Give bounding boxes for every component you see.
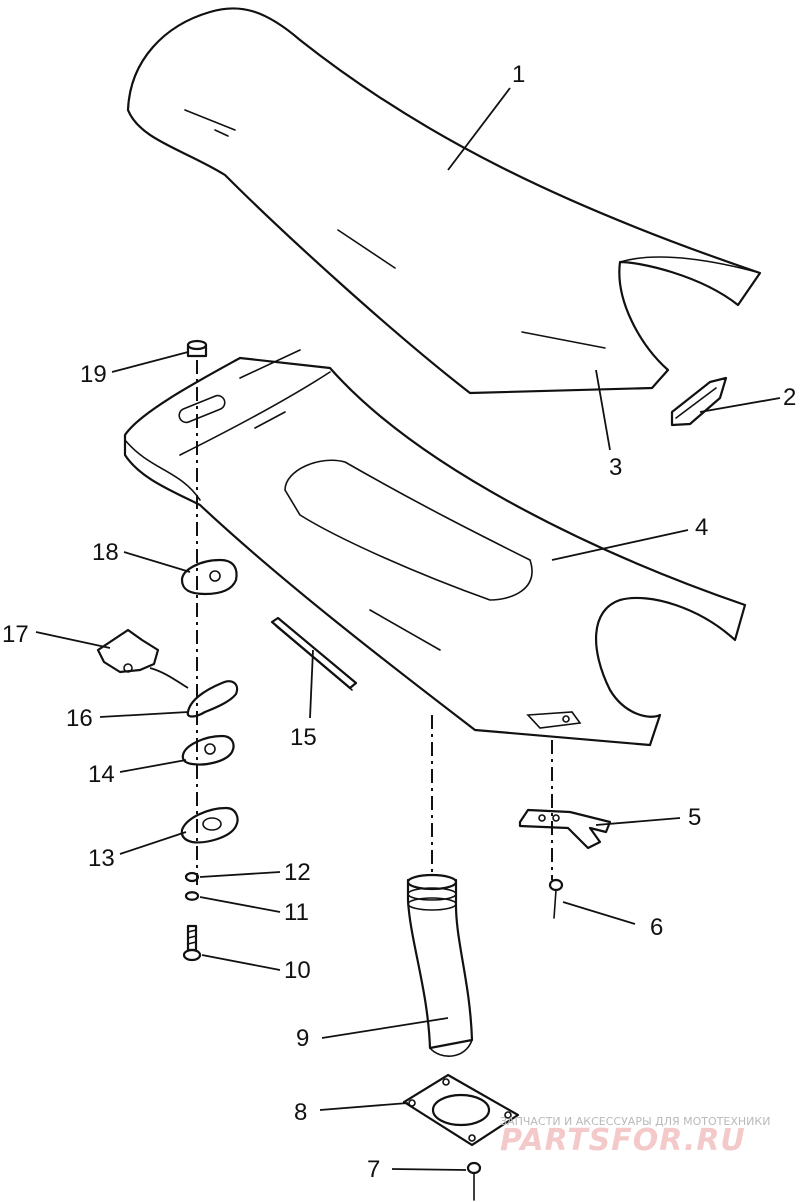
callout-17: 17: [2, 621, 29, 648]
callout-10: 10: [284, 957, 311, 984]
callout-11: 11: [284, 899, 309, 926]
callout-12: 12: [284, 859, 311, 886]
callout-4: 4: [695, 514, 708, 541]
callout-18: 18: [92, 539, 119, 566]
callout-labels: 1 2 3 4 5 6 7 8 9 10 11 12 13 14 15 16 1…: [2, 61, 796, 1183]
watermark-tagline: ЗАПЧАСТИ И АКСЕССУАРЫ ДЛЯ МОТОТЕХНИКИ: [500, 1115, 770, 1128]
rail-strip: [270, 616, 358, 691]
callout-8: 8: [294, 1099, 307, 1126]
callout-1: 1: [512, 61, 525, 88]
seat-latch: [670, 376, 728, 427]
callout-16: 16: [66, 705, 93, 732]
watermark: ЗАПЧАСТИ И АКСЕССУАРЫ ДЛЯ МОТОТЕХНИКИ PA…: [500, 1115, 770, 1158]
watermark-brand: PARTSFOR.RU: [500, 1123, 746, 1158]
left-fastener-stack: [96, 339, 239, 962]
callout-5: 5: [688, 804, 701, 831]
callout-7: 7: [367, 1156, 380, 1183]
callout-13: 13: [88, 845, 115, 872]
leader-lines: [35, 87, 781, 1171]
callout-2: 2: [783, 384, 796, 411]
callout-15: 15: [290, 724, 317, 751]
callout-3: 3: [609, 454, 622, 481]
callout-9: 9: [296, 1025, 309, 1052]
right-bracket-stack: [518, 740, 612, 919]
callout-6: 6: [650, 914, 663, 941]
seat-cover: [126, 7, 762, 395]
seat-base: [123, 349, 747, 747]
gasket-screw: [466, 1161, 482, 1201]
gasket-plate: [402, 1073, 520, 1147]
callout-19: 19: [80, 361, 107, 388]
air-duct: [406, 715, 474, 1057]
callout-14: 14: [88, 761, 115, 788]
